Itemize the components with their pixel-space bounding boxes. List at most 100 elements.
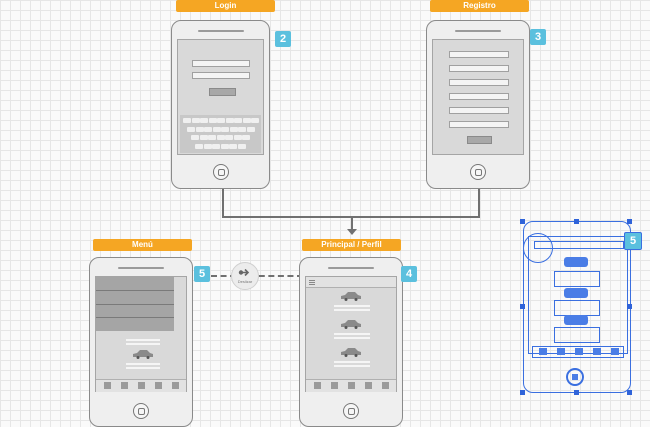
- text-line: [334, 305, 370, 307]
- login-button: [209, 88, 236, 96]
- menu-phone[interactable]: [89, 257, 193, 427]
- form-field: [449, 65, 509, 72]
- login-title: Login: [176, 0, 275, 12]
- nav-icon: [539, 348, 547, 355]
- nav-icon: [348, 382, 355, 389]
- resize-handle[interactable]: [627, 390, 632, 395]
- badge-registro: 3: [530, 29, 546, 45]
- arrow-icon: [238, 268, 250, 277]
- text-line: [554, 271, 600, 287]
- car-icon: [341, 348, 361, 357]
- keyboard-key: [204, 126, 212, 132]
- resize-handle[interactable]: [627, 219, 632, 224]
- bottom-nav: [306, 379, 396, 392]
- speaker: [328, 267, 374, 269]
- nav-icon: [121, 382, 128, 389]
- text-line: [334, 361, 370, 363]
- form-field: [449, 79, 509, 86]
- form-field: [449, 121, 509, 128]
- keyboard-key: [225, 135, 233, 140]
- keyboard-key: [212, 126, 221, 132]
- registro-phone[interactable]: [426, 20, 530, 189]
- keyboard-key: [203, 143, 212, 149]
- home-button: [133, 403, 149, 419]
- badge-principal: 4: [401, 266, 417, 282]
- keyboard-key: [200, 118, 208, 123]
- swipe-icon: Deslizar: [231, 262, 259, 290]
- side-menu: [96, 277, 174, 331]
- text-line: [126, 367, 160, 369]
- speaker: [118, 267, 164, 269]
- text-line: [554, 300, 600, 316]
- text-line: [334, 309, 370, 311]
- speaker: [455, 30, 501, 32]
- nav-icon: [593, 348, 601, 355]
- menu-title: Menú: [93, 239, 192, 251]
- connector-line: [351, 216, 353, 230]
- home-button-inner: [572, 374, 578, 380]
- keyboard-key: [233, 135, 242, 140]
- resize-handle[interactable]: [520, 390, 525, 395]
- selection-circle: [523, 233, 553, 263]
- username-field: [192, 60, 250, 67]
- hamburger-icon: [309, 280, 315, 281]
- bottom-nav: [532, 346, 624, 358]
- badge-selected: 5: [624, 232, 642, 250]
- home-button: [566, 368, 584, 386]
- home-button: [470, 164, 486, 180]
- menu-divider: [96, 317, 174, 318]
- login-phone[interactable]: [171, 20, 270, 189]
- text-line: [334, 337, 370, 339]
- keyboard-key: [217, 118, 225, 123]
- principal-screen: [305, 276, 397, 392]
- menu-screen: [95, 276, 187, 392]
- principal-phone[interactable]: [299, 257, 403, 427]
- badge-login: 2: [275, 31, 291, 47]
- nav-icon: [104, 382, 111, 389]
- resize-handle[interactable]: [574, 219, 579, 224]
- resize-handle[interactable]: [627, 304, 632, 309]
- nav-icon: [382, 382, 389, 389]
- car-icon: [564, 288, 588, 298]
- car-icon: [133, 350, 153, 359]
- car-icon: [564, 315, 588, 325]
- home-button: [343, 403, 359, 419]
- keyboard-key: [238, 126, 246, 132]
- text-line: [334, 333, 370, 335]
- form-field: [449, 51, 509, 58]
- keyboard-key: [237, 143, 246, 149]
- text-line: [126, 343, 160, 345]
- password-field: [192, 72, 250, 79]
- top-bar: [306, 277, 396, 288]
- keyboard-key: [229, 126, 238, 132]
- register-button: [467, 136, 492, 144]
- nav-icon: [575, 348, 583, 355]
- resize-handle[interactable]: [520, 219, 525, 224]
- keyboard-key: [220, 143, 229, 149]
- login-screen: [177, 39, 264, 155]
- keyboard-key: [221, 126, 229, 132]
- nav-icon: [611, 348, 619, 355]
- keyboard-key: [187, 126, 195, 132]
- connector-line: [222, 189, 224, 217]
- text-line: [126, 363, 160, 365]
- text-line: [126, 339, 160, 341]
- keyboard-key: [208, 118, 217, 123]
- keyboard-key: [195, 143, 203, 149]
- car-icon: [341, 292, 361, 301]
- registro-screen: [432, 39, 524, 155]
- connector-line: [478, 189, 480, 217]
- keyboard-key: [199, 135, 208, 140]
- keyboard: [180, 115, 261, 153]
- keyboard-key: [242, 118, 251, 123]
- keyboard-key: [251, 118, 259, 123]
- swipe-label: Deslizar: [237, 279, 253, 284]
- resize-handle[interactable]: [520, 304, 525, 309]
- keyboard-key: [195, 126, 204, 132]
- resize-handle[interactable]: [574, 390, 579, 395]
- keyboard-key: [191, 135, 199, 140]
- speaker: [198, 30, 244, 32]
- home-button: [213, 164, 229, 180]
- form-field: [449, 93, 509, 100]
- car-icon: [341, 320, 361, 329]
